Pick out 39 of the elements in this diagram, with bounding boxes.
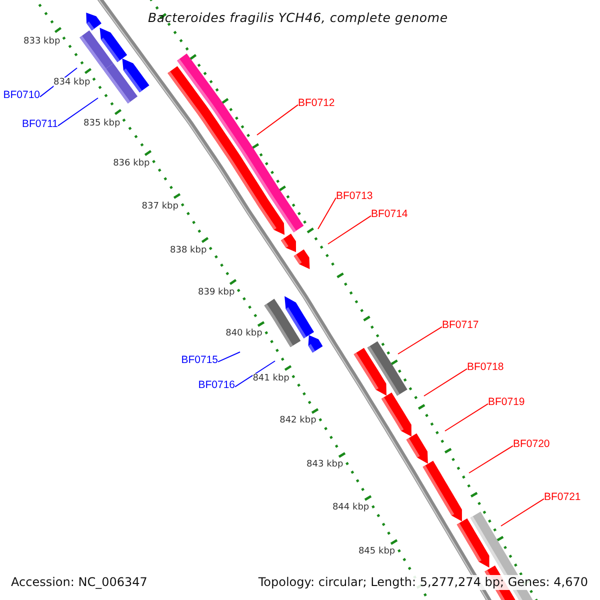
position-label: 837 kbp <box>142 201 178 212</box>
position-label: 836 kbp <box>113 158 150 170</box>
gene-label: BF0718 <box>467 361 504 374</box>
gene-label: BF0720 <box>513 438 550 451</box>
gene-label: BF0716 <box>198 379 235 392</box>
position-label: 840 kbp <box>226 328 262 340</box>
position-label: 835 kbp <box>84 118 120 130</box>
genome-title: Bacteroides fragilis YCH46, complete genome <box>148 9 448 26</box>
position-label: 843 kbp <box>306 460 344 471</box>
leader-line <box>424 368 468 396</box>
gene-label: BF0717 <box>442 319 479 332</box>
position-label: 833 kbp <box>24 36 60 48</box>
position-label: 845 kbp <box>358 546 396 558</box>
gene-label: BF0711 <box>22 118 58 131</box>
position-label: 844 kbp <box>332 502 370 514</box>
genome-summary-text: Topology: circular; Length: 5,277,274 bp; Genes: 4,670 <box>256 575 590 590</box>
leader-line <box>500 498 544 526</box>
position-label: 838 kbp <box>170 246 207 257</box>
leader-line <box>468 445 514 474</box>
leader-line <box>234 360 276 388</box>
gene-label: BF0721 <box>544 491 581 504</box>
gene-label: BF0715 <box>181 354 218 367</box>
leader-line <box>444 403 488 432</box>
gene-label: BF0710 <box>3 89 40 102</box>
gene-label: BF0719 <box>488 396 525 409</box>
leader-line <box>218 352 240 362</box>
position-label: 834 kbp <box>54 77 90 88</box>
leader-line <box>318 197 336 230</box>
position-label: 842 kbp <box>280 416 316 427</box>
leader-line <box>58 98 98 126</box>
gene-label: BF0713 <box>336 190 373 203</box>
leader-line <box>256 104 298 136</box>
position-label: 839 kbp <box>198 288 235 299</box>
gene-label: BF0714 <box>371 208 408 221</box>
leader-line <box>328 215 372 244</box>
gene-label: BF0712 <box>298 97 335 110</box>
accession-text: Accession: NC_006347 <box>9 575 150 590</box>
position-label: 841 kbp <box>252 373 290 384</box>
leader-line <box>398 326 442 354</box>
